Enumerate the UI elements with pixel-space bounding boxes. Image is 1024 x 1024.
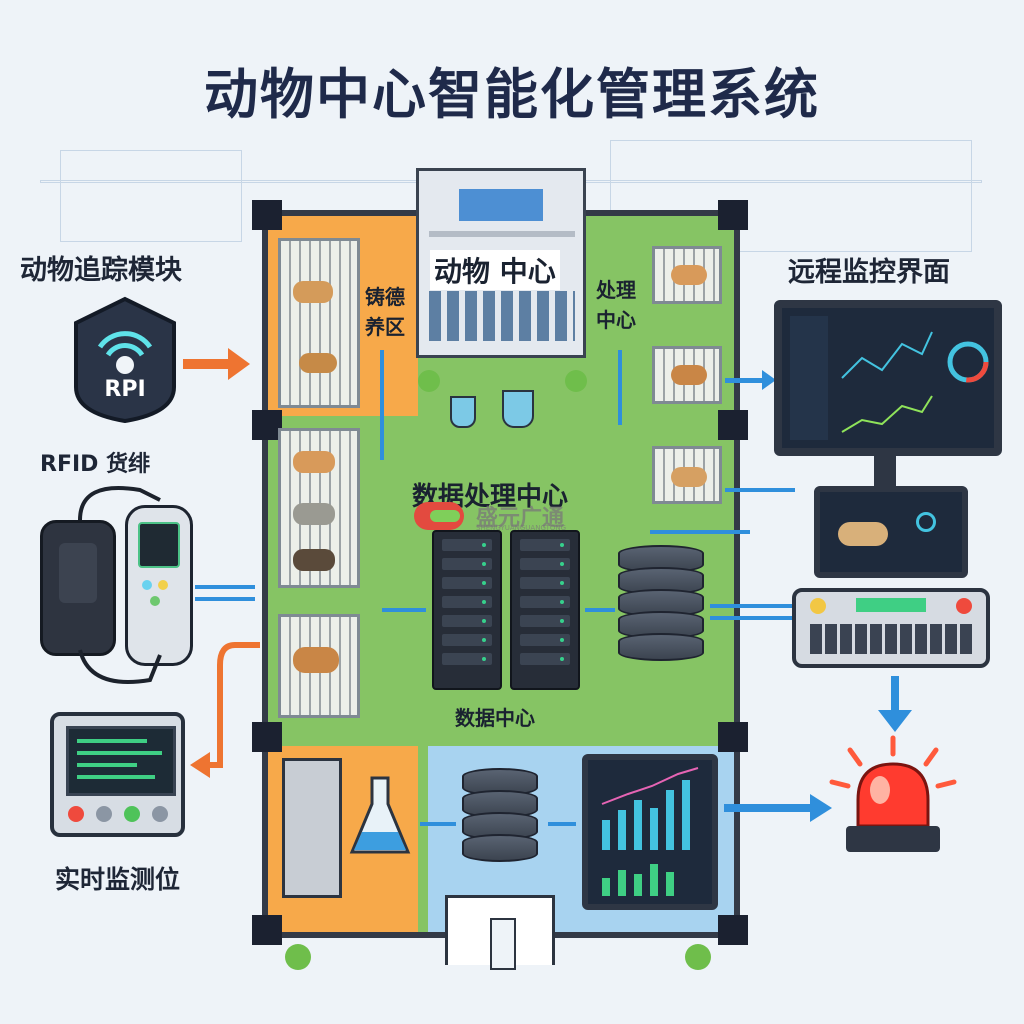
flow-arrow-orange [183,359,231,369]
dog-icon [671,365,707,385]
animal-cage [652,246,722,304]
bar-chart-graphic [601,767,699,896]
animal-cage [652,446,722,504]
watermark: 盛元广通 SHENGYUANGUANGTONG [414,500,624,534]
database-icon [462,768,538,862]
dog-icon [838,522,888,546]
lab-equipment-icon [446,390,556,430]
flow-arrow-blue [724,804,814,812]
watermark-logo-icon [414,502,464,530]
dog-icon [293,549,335,571]
tree-icon [685,944,711,970]
processing-label: 处理 中心 [596,278,636,332]
flow-arrow-blue [382,608,426,612]
remote-monitor-label: 远程监控界面 [788,257,950,288]
arrow-head [228,348,250,380]
building-corner [252,200,282,230]
blueprint-bg [610,140,972,252]
database-icon [618,545,704,661]
status-light-red [68,806,84,822]
scanner-device-icon [125,505,193,666]
lab-instrument-icon [282,758,342,898]
arrow-head [810,794,832,822]
server-rack [510,530,580,690]
dog-icon [671,265,707,285]
building-corner [718,200,748,230]
arrow-head [878,710,912,732]
status-light-grey [152,806,168,822]
animal-cage-stack [278,428,360,588]
server-rack [432,530,502,690]
entrance-steps [445,895,555,970]
center-title: 动物 中心 [430,250,560,290]
status-light-grey [96,806,112,822]
building-corner [718,722,748,752]
remote-monitor-screen [774,300,1002,456]
blueprint-bg [60,150,242,242]
flow-arrow-blue [195,597,255,601]
dog-icon [293,503,335,525]
dog-icon [293,281,333,303]
flow-arrow-blue [725,378,765,383]
arrow-head [762,370,776,390]
building-corner [252,915,282,945]
dog-icon [293,451,335,473]
flow-arrow-blue [585,608,615,612]
line-chart-graphic [790,316,989,440]
flow-arrow-blue [891,676,899,714]
building-corner [252,722,282,752]
dog-icon [293,647,339,673]
status-light-green [124,806,140,822]
data-center-label: 数据中心 [455,706,535,730]
breeding-cage [278,238,360,408]
flow-arrow-blue [548,822,576,826]
flow-arrow-blue [380,350,384,460]
flow-arrow-blue [710,604,798,608]
tree-icon [418,370,440,392]
animal-cage [278,614,360,718]
handheld-reader-icon [40,520,116,656]
flow-arrow-orange-back [190,642,260,778]
analytics-dashboard [582,754,718,910]
tree-icon [565,370,587,392]
control-console [792,588,990,668]
flow-arrow-blue [195,585,255,589]
flask-icon [349,776,411,856]
building-corner [718,410,748,440]
tree-icon [285,944,311,970]
device-cable [78,486,162,684]
gauge-icon [916,512,936,532]
flow-arrow-blue [710,616,798,620]
building-window [459,189,543,221]
tracking-module-label: 动物追踪模块 [20,255,182,286]
breeding-area-label: 铸德 养区 [365,285,405,339]
building-corner [718,915,748,945]
rfid-label: RFID 货绯 [40,452,151,477]
building-corner [252,410,282,440]
tag-text: RPI [104,377,146,402]
alarm-light-icon [828,735,958,856]
flow-arrow-blue [420,822,456,826]
rfid-tag-icon: RPI [70,295,180,425]
flow-arrow-blue [618,350,622,425]
animal-cage [652,346,722,404]
flow-arrow-blue [725,488,795,492]
dog-icon [671,467,707,487]
realtime-monitor-device [50,712,185,837]
flow-arrow-blue [650,530,750,534]
dog-icon [299,353,337,373]
monitor-label: 实时监测位 [55,865,181,894]
video-feed-screen [814,486,968,578]
page-title: 动物中心智能化管理系统 [204,63,820,126]
